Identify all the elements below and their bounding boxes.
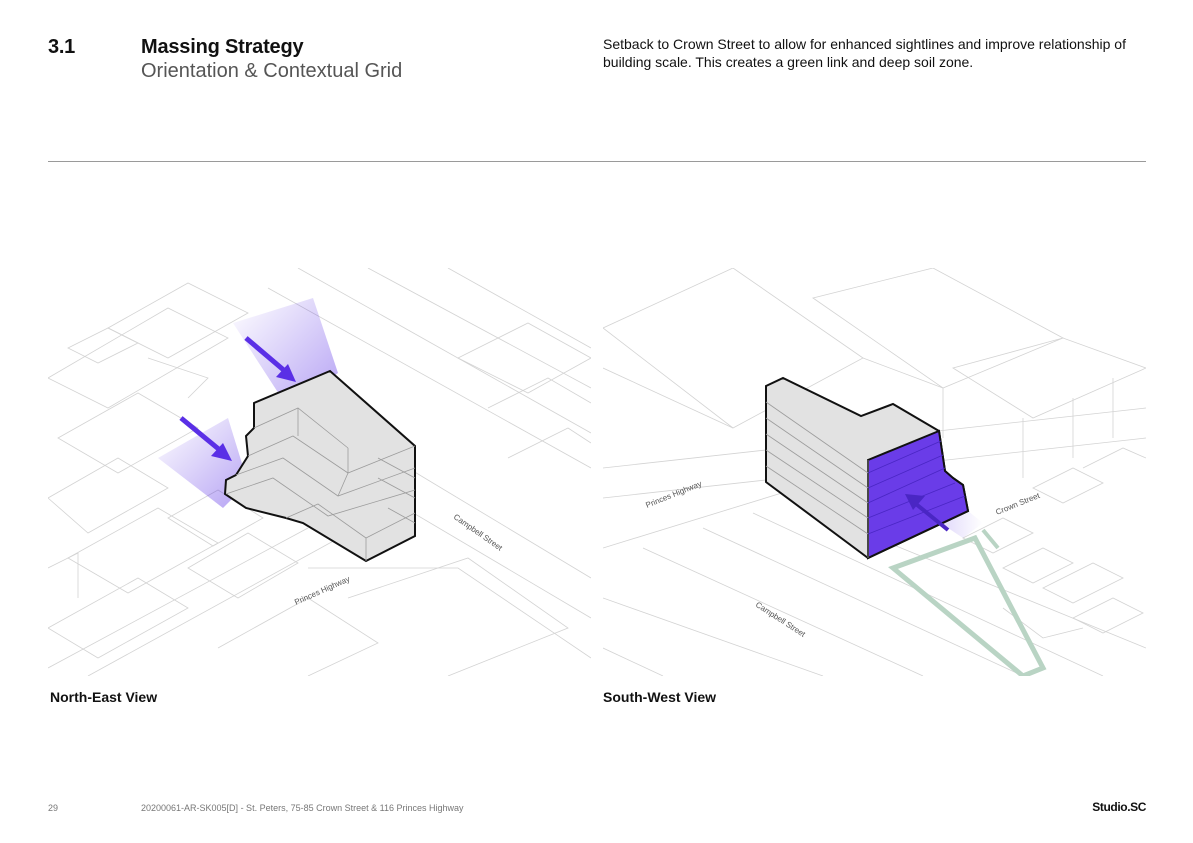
street-label: Princes Highway — [293, 574, 351, 606]
green-link — [888, 534, 1047, 676]
sunlight-arrow-icon — [179, 416, 232, 461]
green-link — [981, 528, 1000, 550]
description-text: Setback to Crown Street to allow for enh… — [603, 36, 1126, 70]
document-reference: 20200061-AR-SK005[D] - St. Peters, 75-85… — [141, 803, 464, 813]
page-number: 29 — [48, 803, 59, 813]
section-number: 3.1 — [48, 36, 75, 58]
sunlight-arrow-icon — [244, 336, 296, 382]
page-title: Massing Strategy — [141, 36, 304, 58]
north-east-diagram: Campbell Street Princes Highway — [48, 268, 591, 676]
street-label: Princes Highway — [644, 479, 703, 510]
north-east-view-image: Campbell Street Princes Highway — [48, 268, 591, 676]
page-subtitle: Orientation & Contextual Grid — [141, 60, 403, 82]
studio-logo: Studio.SC — [1092, 800, 1146, 814]
south-west-view-caption: South-West View — [603, 689, 717, 705]
sunlight-arrow-icon — [905, 494, 950, 532]
building-massing — [223, 369, 416, 563]
street-label: Campbell Street — [452, 512, 505, 553]
street-label: Crown Street — [994, 491, 1041, 517]
header-divider — [48, 161, 1146, 162]
north-east-view-caption: North-East View — [50, 689, 158, 705]
context-buildings — [48, 268, 591, 676]
building-massing — [765, 376, 970, 560]
south-west-view-image: Princes Highway Crown Street Campbell St… — [603, 268, 1146, 676]
south-west-diagram: Princes Highway Crown Street Campbell St… — [603, 268, 1146, 676]
